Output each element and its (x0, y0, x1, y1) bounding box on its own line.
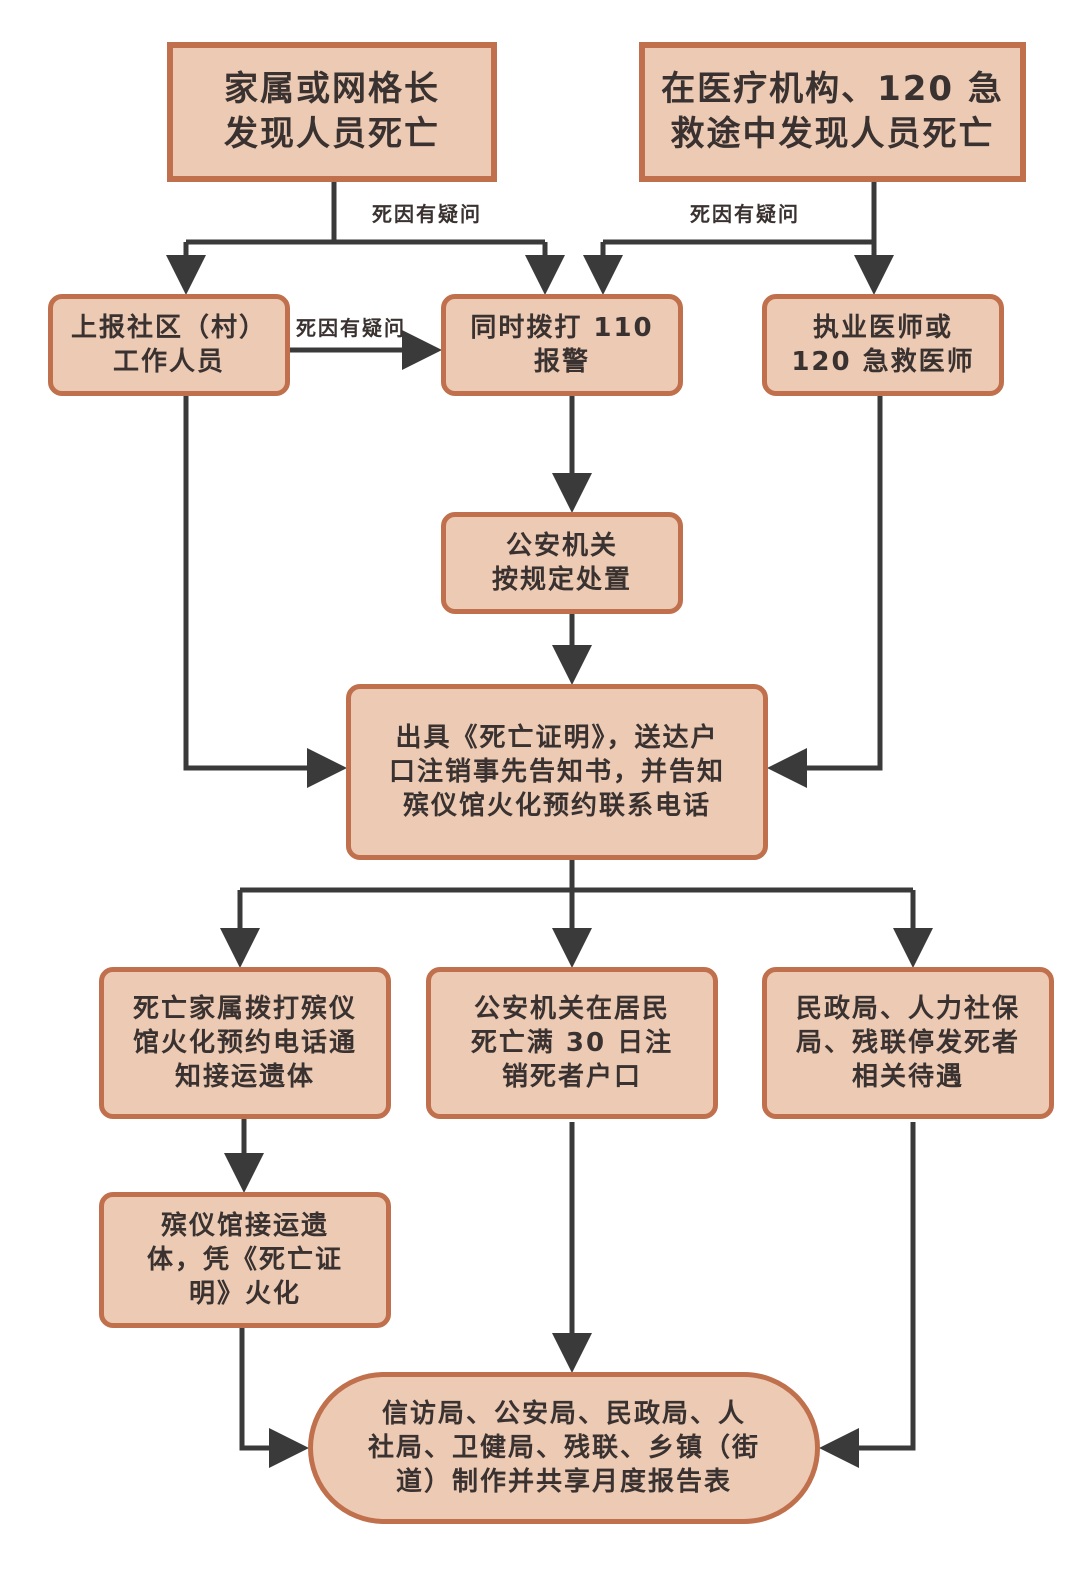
funeral-home-text: 殡仪馆接运遗 体，凭《死亡证 明》火化 (146, 1210, 343, 1310)
edge-benefits-to-report (819, 1122, 916, 1468)
edge-funeral-to-report (239, 1328, 309, 1468)
monthly-report-text: 信访局、公安局、民政局、人 社局、卫健局、残联、乡镇（街 道）制作并共享月度报告… (367, 1398, 760, 1498)
edge-community-to-certificate (183, 396, 347, 788)
start-medical-text: 在医疗机构、120 急 救途中发现人员死亡 (661, 69, 1004, 154)
family-call-text: 死亡家属拨打殡仪 馆火化预约电话通 知接运遗体 (132, 993, 357, 1093)
start-medical-box: 在医疗机构、120 急 救途中发现人员死亡 (639, 42, 1026, 182)
doubt-label-right: 死因有疑问 (690, 198, 800, 227)
doubt-label-left: 死因有疑问 (372, 198, 482, 227)
police-handle-box: 公安机关 按规定处置 (441, 512, 683, 614)
start-family-text: 家属或网格长 发现人员死亡 (224, 69, 440, 154)
certificate-text: 出具《死亡证明》，送达户 口注销事先告知书，并告知 殡仪馆火化预约联系电话 (388, 722, 725, 822)
edge-doctor-to-certificate (767, 396, 883, 788)
report-community-box: 上报社区（村） 工作人员 (48, 294, 290, 396)
stop-benefits-box: 民政局、人力社保 局、残联停发死者 相关待遇 (762, 967, 1054, 1119)
call-110-text: 同时拨打 110 报警 (470, 312, 654, 377)
doctor-box: 执业医师或 120 急救医师 (762, 294, 1004, 396)
doubt-label-mid: 死因有疑问 (296, 316, 406, 340)
report-community-text: 上报社区（村） 工作人员 (70, 312, 267, 377)
police-cancel-box: 公安机关在居民 死亡满 30 日注 销死者户口 (426, 967, 718, 1119)
stop-benefits-text: 民政局、人力社保 局、残联停发死者 相关待遇 (795, 993, 1020, 1093)
doctor-text: 执业医师或 120 急救医师 (791, 312, 975, 377)
police-handle-text: 公安机关 按规定处置 (491, 530, 632, 595)
funeral-home-box: 殡仪馆接运遗 体，凭《死亡证 明》火化 (99, 1192, 391, 1328)
police-cancel-text: 公安机关在居民 死亡满 30 日注 销死者户口 (470, 993, 674, 1093)
start-family-box: 家属或网格长 发现人员死亡 (167, 42, 497, 182)
family-call-box: 死亡家属拨打殡仪 馆火化预约电话通 知接运遗体 (99, 967, 391, 1119)
certificate-box: 出具《死亡证明》，送达户 口注销事先告知书，并告知 殡仪馆火化预约联系电话 (346, 684, 768, 860)
monthly-report-box: 信访局、公安局、民政局、人 社局、卫健局、残联、乡镇（街 道）制作并共享月度报告… (308, 1372, 820, 1524)
call-110-box: 同时拨打 110 报警 (441, 294, 683, 396)
